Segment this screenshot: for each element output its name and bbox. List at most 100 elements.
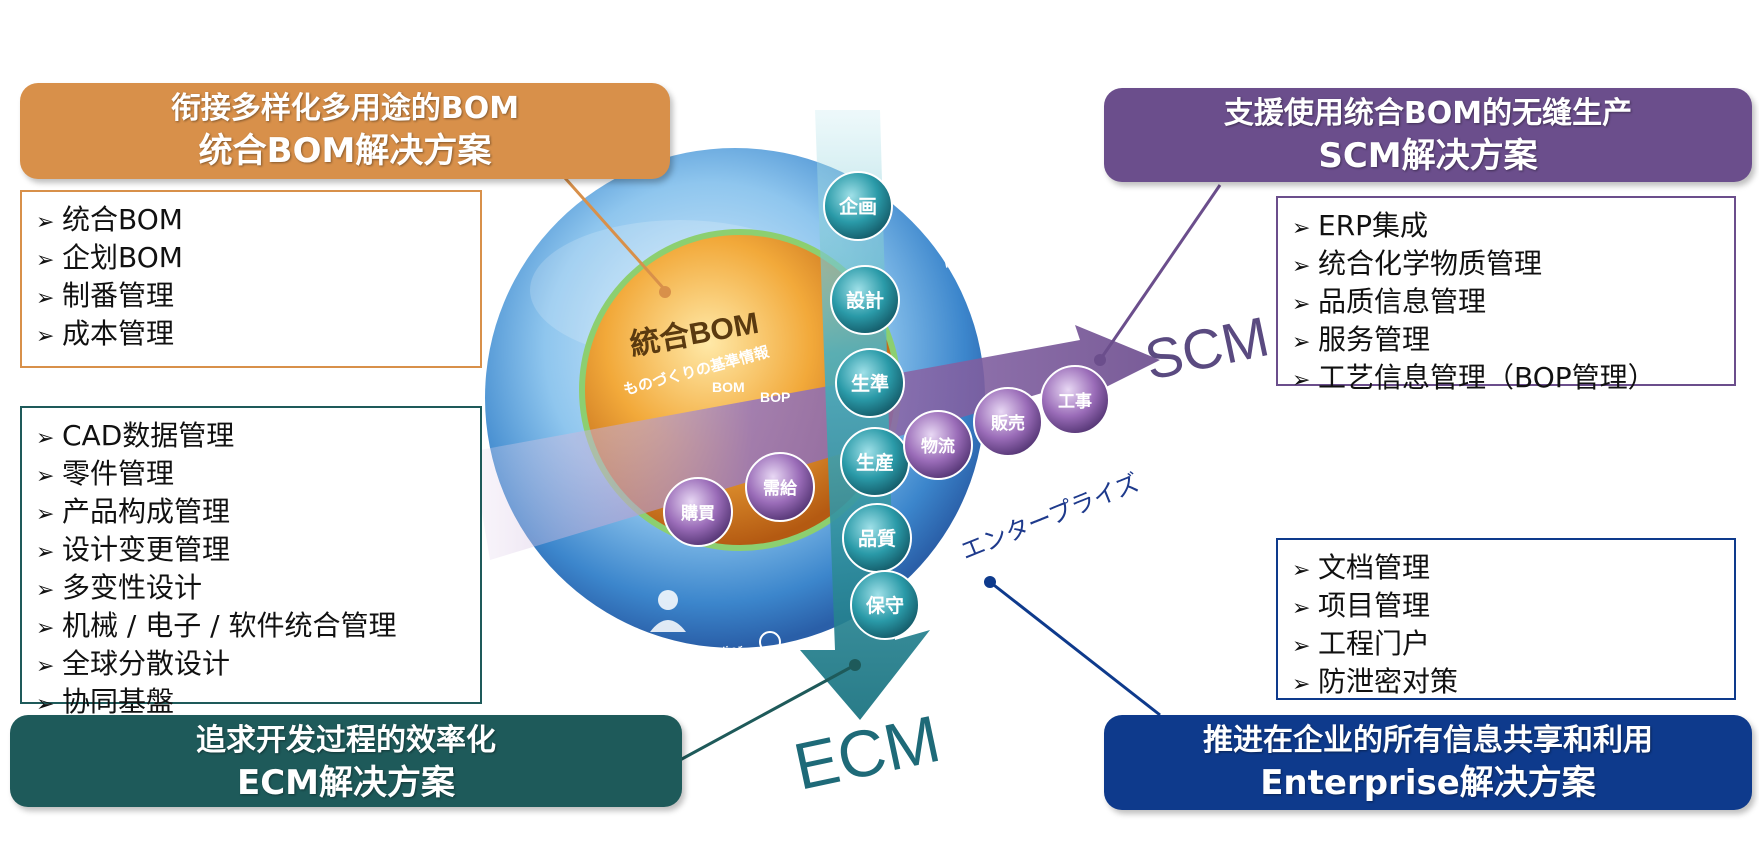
- supplier-person-icon: [749, 631, 791, 675]
- scm-solution-banner: 支援使用统合BOM的无缝生产 SCM解决方案: [1104, 88, 1752, 182]
- bullet-arrow-icon: ➢: [1292, 330, 1311, 355]
- process-node-vertical: 生準: [835, 348, 905, 418]
- process-node-vertical-label: 設計: [846, 289, 884, 312]
- ecm-list-item: ➢ 设计变更管理: [36, 532, 466, 570]
- bullet-arrow-icon: ➢: [36, 324, 55, 349]
- bullet-arrow-icon: ➢: [1292, 634, 1311, 659]
- enterprise-label: エンタープライズ: [957, 468, 1144, 565]
- bullet-arrow-icon: ➢: [36, 426, 55, 451]
- enterprise-banner-line2: Enterprise解决方案: [1260, 763, 1596, 803]
- ecm-list-item-label: 零件管理: [62, 457, 175, 490]
- bom-feature-list: ➢ 统合BOM ➢ 企划BOM➢制番管理 ➢ 成本管理: [20, 190, 482, 368]
- process-node-vertical-label: 生産: [856, 451, 894, 474]
- enterprise-feature-list: ➢ 文档管理 ➢ 项目管理 ➢ 工程门户 ➢ 防泄密对策: [1276, 538, 1736, 700]
- process-node-horizontal: 需給: [745, 452, 815, 522]
- bom-banner-line2: 统合BOM解决方案: [198, 131, 492, 171]
- process-node-horizontal-label: 需給: [763, 478, 798, 499]
- enterprise-banner-line1: 推进在企业的所有信息共享和利用: [1203, 723, 1653, 758]
- bullet-arrow-icon: ➢: [36, 616, 55, 641]
- ecm-label: ECM: [788, 701, 947, 804]
- ecm-solution-banner: 追求开发过程的效率化 ECM解决方案: [10, 715, 682, 807]
- process-node-horizontal-label: 物流: [921, 436, 955, 457]
- scm-list-item: ➢ 服务管理: [1292, 322, 1720, 360]
- ecm-feature-list: ➢CAD数据管理➢零件管理➢产品构成管理➢设计变更管理➢多变性设计➢机械 / 电…: [20, 406, 482, 718]
- process-node-horizontal: 工事: [1040, 365, 1110, 435]
- process-node-vertical-label: 保守: [865, 594, 904, 617]
- bullet-arrow-icon: ➢: [1292, 596, 1311, 621]
- bullet-arrow-icon: ➢: [1292, 292, 1311, 317]
- ecm-list-item: ➢ 全球分散设计: [36, 646, 466, 684]
- process-node-vertical-label: 品質: [858, 527, 896, 550]
- ecm-list-item: ➢多变性设计: [36, 570, 466, 608]
- ecm-list-item: ➢ 零件管理: [36, 456, 466, 494]
- process-node-horizontal: 購買: [663, 477, 733, 547]
- scm-list-item: ➢ERP集成: [1292, 208, 1720, 246]
- bom-list-item: ➢制番管理: [36, 278, 466, 316]
- process-node-vertical: 保守: [850, 570, 920, 640]
- enterprise-list-item: ➢ 工程门户: [1292, 626, 1720, 664]
- scm-list-item: ➢品质信息管理: [1292, 284, 1720, 322]
- scm-list-item: ➢工艺信息管理（BOP管理）: [1292, 360, 1720, 398]
- bom-list-item-label: 统合BOM: [62, 203, 183, 236]
- enterprise-list-item-label: 防泄密对策: [1318, 665, 1459, 698]
- process-node-horizontal: 物流: [903, 410, 973, 480]
- scm-list-item-label: 工艺信息管理（BOP管理）: [1318, 361, 1656, 394]
- scm-feature-list: ➢ERP集成➢统合化学物质管理➢品质信息管理➢服务管理➢工艺信息管理（BOP管理…: [1276, 196, 1736, 394]
- scm-list-item-label: 服务管理: [1318, 323, 1431, 356]
- ecm-list-item-label: 设计变更管理: [62, 533, 231, 566]
- process-node-vertical-label: 企画: [838, 195, 877, 218]
- bom-solution-banner: 衔接多样化多用途的BOM 统合BOM解决方案: [20, 83, 670, 179]
- scm-label: SCM: [1139, 304, 1274, 391]
- ecm-list-item-label: 协同基盤: [62, 685, 175, 718]
- process-node-horizontal-label: 工事: [1058, 392, 1092, 412]
- ecm-list-item: ➢ 协同基盤: [36, 684, 466, 722]
- bom-list-item-label: 企划BOM: [62, 241, 183, 274]
- bullet-arrow-icon: ➢: [36, 464, 55, 489]
- process-node-vertical: 企画: [823, 171, 893, 241]
- scm-list-item-label: 统合化学物质管理: [1318, 247, 1543, 280]
- partner-label: Partner: [942, 245, 994, 272]
- scm-list-item-label: ERP集成: [1318, 209, 1429, 242]
- bullet-arrow-icon: ➢: [36, 502, 55, 527]
- bom-connector: [563, 177, 667, 291]
- person-icon: [650, 590, 686, 632]
- bullet-arrow-icon: ➢: [36, 654, 55, 679]
- enterprise-list-item-label: 文档管理: [1318, 551, 1431, 584]
- ecm-banner-line2: ECM解决方案: [236, 763, 455, 803]
- ecm-list-item-label: 全球分散设计: [62, 647, 231, 680]
- ecm-banner-line1: 追求开发过程的效率化: [196, 723, 496, 758]
- scm-banner-line2: SCM解决方案: [1318, 136, 1538, 176]
- bullet-arrow-icon: ➢: [36, 248, 55, 273]
- core-bom-label: BOM: [712, 379, 745, 395]
- bullet-arrow-icon: ➢: [36, 692, 55, 717]
- ecm-connector: [679, 663, 856, 762]
- bullet-arrow-icon: ➢: [1292, 558, 1311, 583]
- horizontal-flow-arrow: [480, 325, 1160, 560]
- enterprise-list-item-label: 项目管理: [1318, 589, 1431, 622]
- bom-list-item: ➢ 企划BOM: [36, 240, 466, 278]
- process-node-horizontal-label: 販売: [991, 413, 1025, 434]
- scm-list-item: ➢统合化学物质管理: [1292, 246, 1720, 284]
- ecm-list-item: ➢产品构成管理: [36, 494, 466, 532]
- ecm-list-item: ➢ CAD数据管理: [36, 418, 466, 456]
- scm-banner-line1: 支援使用统合BOM的无缝生产: [1223, 96, 1633, 131]
- process-node-vertical: 生産: [840, 427, 910, 497]
- enterprise-list-item-label: 工程门户: [1318, 627, 1431, 660]
- enterprise-list-item: ➢ 项目管理: [1292, 588, 1720, 626]
- bom-banner-line1: 衔接多样化多用途的BOM: [170, 91, 520, 126]
- process-node-horizontal: 販売: [973, 387, 1043, 457]
- bom-list-item-label: 成本管理: [62, 317, 175, 350]
- process-node-vertical: 設計: [830, 265, 900, 335]
- bullet-arrow-icon: ➢: [36, 540, 55, 565]
- process-node-horizontal-label: 購買: [681, 503, 715, 524]
- enterprise-connector: [989, 580, 1161, 717]
- bullet-arrow-icon: ➢: [1292, 672, 1311, 697]
- scm-connector: [1098, 184, 1222, 361]
- enterprise-solution-banner: 推进在企业的所有信息共享和利用 Enterprise解决方案: [1104, 715, 1752, 810]
- ecm-list-item-label: 机械 / 电子 / 软件统合管理: [62, 609, 397, 642]
- ecm-list-item: ➢ 机械 / 电子 / 软件统合管理: [36, 608, 466, 646]
- ecm-list-item-label: CAD数据管理: [62, 419, 235, 452]
- ecm-list-item-label: 多变性设计: [62, 571, 203, 604]
- enterprise-list-item: ➢ 文档管理: [1292, 550, 1720, 588]
